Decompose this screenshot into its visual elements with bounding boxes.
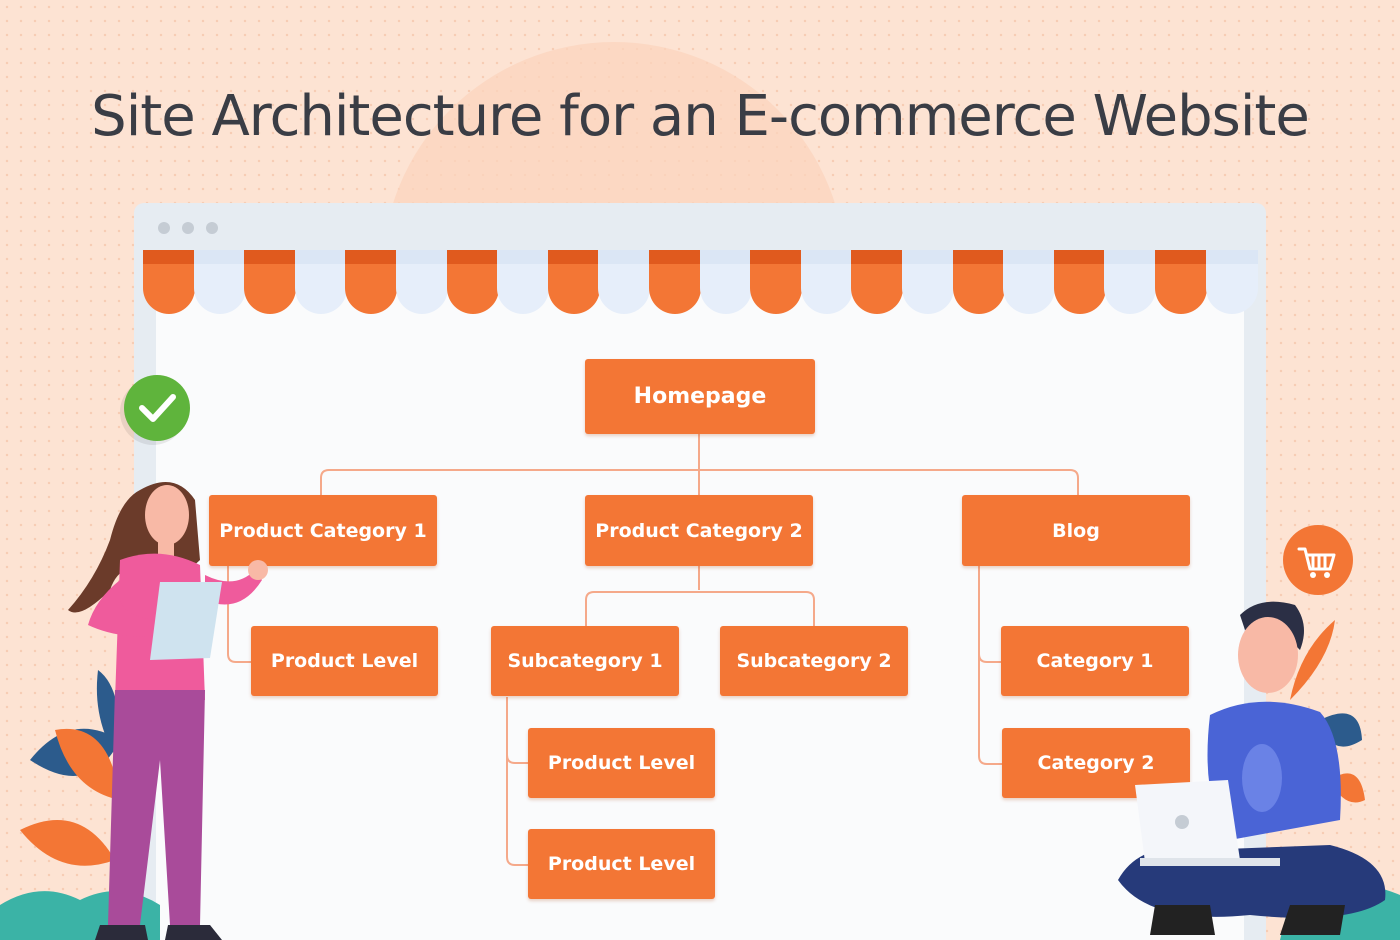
node-blog: Blog xyxy=(962,495,1190,566)
awning-scallop xyxy=(902,264,954,314)
awning-stripe xyxy=(497,250,550,264)
awning-scallop xyxy=(1003,264,1056,314)
node-blog-category-1: Category 1 xyxy=(1001,626,1189,696)
awning-stripe xyxy=(396,250,448,264)
node-product-level: Product Level xyxy=(528,829,715,899)
awning-scallop xyxy=(294,264,347,314)
awning-stripe xyxy=(193,250,246,264)
awning-stripe xyxy=(952,250,1005,264)
awning-stripe xyxy=(547,250,600,264)
awning-stripe xyxy=(750,250,803,264)
awning-scallop xyxy=(750,264,803,314)
awning-scallop xyxy=(547,264,600,314)
awning-scallop xyxy=(649,264,701,314)
man-illustration xyxy=(1118,601,1386,935)
awning-stripe xyxy=(1104,250,1157,264)
awning-scallop xyxy=(143,264,195,314)
awning-stripe xyxy=(699,250,752,264)
node-product-category-1: Product Category 1 xyxy=(209,495,437,566)
awning-stripe xyxy=(1053,250,1106,264)
node-subcategory-2: Subcategory 2 xyxy=(720,626,908,696)
awning-stripe xyxy=(345,250,398,264)
awning-stripe xyxy=(800,250,853,264)
awning-stripe xyxy=(244,250,297,264)
awning-scallop xyxy=(1053,264,1106,314)
awning-scallop xyxy=(193,264,246,314)
awning-scallop xyxy=(244,264,297,314)
awning-stripe xyxy=(902,250,954,264)
awning-stripe xyxy=(649,250,701,264)
awning-stripe xyxy=(446,250,499,264)
window-dot xyxy=(158,222,170,234)
check-badge xyxy=(124,375,190,441)
shopping-cart-icon xyxy=(1297,547,1336,578)
window-dot xyxy=(182,222,194,234)
awning-scallop xyxy=(446,264,499,314)
awning-scallop xyxy=(345,264,398,314)
node-product-level: Product Level xyxy=(251,626,438,696)
check-icon xyxy=(139,394,176,422)
awning-stripe xyxy=(143,250,195,264)
woman-illustration xyxy=(68,482,268,940)
cart-bubble xyxy=(1283,525,1353,595)
awning-scallop xyxy=(952,264,1005,314)
node-subcategory-1: Subcategory 1 xyxy=(491,626,679,696)
awning-scallop xyxy=(1205,264,1258,314)
awning-scallop xyxy=(1104,264,1157,314)
node-product-category-2: Product Category 2 xyxy=(585,495,813,566)
awning-stripe xyxy=(1003,250,1056,264)
awning-scallop xyxy=(1155,264,1207,314)
awning-stripe xyxy=(1155,250,1207,264)
node-product-level: Product Level xyxy=(528,728,715,798)
window-dot xyxy=(206,222,218,234)
node-homepage: Homepage xyxy=(585,359,815,434)
awning-scallop xyxy=(497,264,550,314)
awning-scallop xyxy=(598,264,651,314)
awning-stripe xyxy=(294,250,347,264)
awning-scallop xyxy=(396,264,448,314)
awning-stripe xyxy=(598,250,651,264)
page-title: Site Architecture for an E-commerce Webs… xyxy=(91,84,1310,149)
awning-scallop xyxy=(800,264,853,314)
awning-stripe xyxy=(1205,250,1258,264)
awning-scallop xyxy=(699,264,752,314)
awning-scallop xyxy=(851,264,904,314)
awning-stripe xyxy=(851,250,904,264)
